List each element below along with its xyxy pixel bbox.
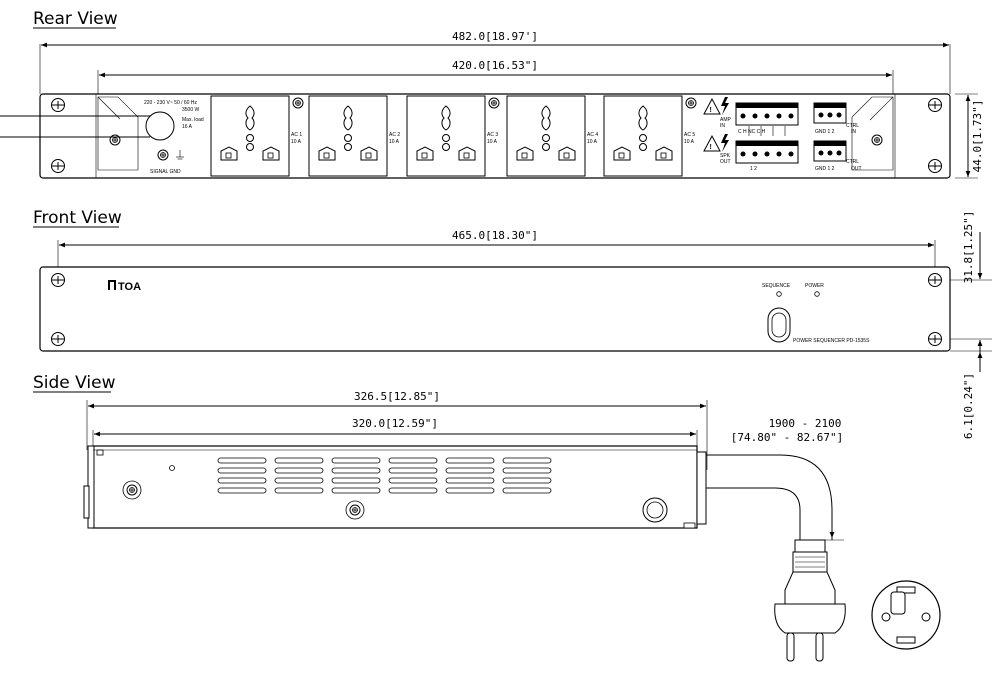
ac-outlet-4 [506, 95, 586, 177]
outlet-label: AC 5 [684, 132, 695, 138]
svg-text:!: ! [710, 144, 712, 151]
front-width-label: 465.0[18.30"] [452, 229, 538, 242]
ctrl-in-label: IN [851, 129, 856, 135]
outlet-current: 10 A [487, 139, 498, 145]
outlet-label: AC 4 [587, 132, 598, 138]
max-load-value: 16 A [182, 124, 193, 130]
signal-gnd-label: SIGNAL GND [150, 169, 181, 175]
front-panel [39, 266, 951, 352]
outlet-current: 10 A [587, 139, 598, 145]
ac-outlet-2 [308, 95, 388, 177]
spk-out-label: SPK [720, 153, 731, 159]
amp-in-pins: C H NC C H [738, 129, 766, 135]
rear-view-title: Rear View [33, 9, 118, 29]
ac-outlet-3 [406, 95, 486, 177]
front-view-title: Front View [33, 208, 122, 228]
front-offset-label: 6.1[0.24"] [962, 373, 975, 439]
ctrl-out-pins: GND 1 2 [815, 166, 835, 172]
outlet-label: AC 3 [487, 132, 498, 138]
rack-screw-icon [51, 273, 65, 287]
model-label: POWER SEQUENCER PD-1535S [793, 338, 870, 344]
amp-in-terminal [735, 102, 799, 126]
rack-screw-icon [51, 159, 65, 173]
rack-screw-icon [928, 159, 942, 173]
side-overall-depth-label: 326.5[12.85"] [354, 390, 440, 403]
amp-in-label: IN [720, 123, 725, 129]
rack-screw-icon [928, 332, 942, 346]
toa-logo: TOA [108, 280, 141, 293]
amp-in-label: AMP [720, 117, 732, 123]
bracket-screw-icon [871, 134, 883, 146]
max-load-label: Max. load [182, 117, 204, 123]
spk-out-label: OUT [720, 159, 731, 165]
side-body-depth-label: 320.0[12.59"] [352, 417, 438, 430]
cord-grommet [145, 111, 175, 141]
power-led [814, 291, 820, 297]
power-switch [767, 307, 791, 343]
rear-inner-width-label: 420.0[16.53"] [452, 59, 538, 72]
side-view-title: Side View [33, 373, 116, 393]
power-label: POWER [805, 283, 824, 289]
ground-terminal-icon [157, 149, 169, 161]
brand-label: TOA [118, 281, 141, 293]
spk-out-pins: 1 2 [750, 166, 757, 172]
screw-icon [685, 97, 697, 109]
ctrl-out-label: CTRL [846, 159, 859, 165]
sequence-label: SEQUENCE [762, 283, 791, 289]
power-rating-label: 220 - 230 V~ 50 / 60 Hz [144, 100, 197, 106]
cable-length-mm: 1900 - 2100 [769, 417, 842, 430]
outlet-current: 10 A [389, 139, 400, 145]
rack-screw-icon [928, 98, 942, 112]
side-grommet [642, 497, 668, 523]
rack-screw-icon [51, 332, 65, 346]
front-view: Front View 465.0[18.30"] TOA SEQUENCE PO… [33, 208, 992, 439]
cable-length-in: [74.80" - 82.67"] [731, 431, 844, 444]
rear-overall-width-label: 482.0[18.97'] [452, 30, 538, 43]
screw-icon [488, 97, 500, 109]
spk-out-terminal [735, 140, 799, 164]
ctrl-in-terminal [813, 102, 847, 124]
screw-icon [292, 97, 304, 109]
side-view: Side View 326.5[12.85"] 320.0[12.59"] [33, 373, 941, 662]
power-watts-label: 3500 W [182, 107, 200, 113]
ground-symbol-icon [176, 150, 184, 160]
side-screw-icon [349, 504, 361, 516]
rear-height-label: 44.0[1.73"] [971, 100, 984, 173]
ac-outlet-1 [210, 95, 290, 177]
plug-face-icon [871, 580, 941, 650]
ctrl-in-pins: GND 1 2 [815, 129, 835, 135]
warning-icon: ! [703, 134, 729, 152]
outlet-label: AC 2 [389, 132, 400, 138]
sequence-led [776, 291, 782, 297]
ctrl-out-terminal [813, 140, 847, 162]
schuko-plug-icon [774, 539, 846, 662]
svg-text:!: ! [710, 107, 712, 114]
front-height-label: 31.8[1.25"] [962, 211, 975, 284]
rack-screw-icon [928, 273, 942, 287]
outlet-label: AC 1 [291, 132, 302, 138]
vent-slots [217, 457, 552, 494]
rear-view: Rear View 482.0[18.97'] 420.0[16.53"] 44… [0, 9, 984, 179]
side-screw-icon [126, 484, 138, 496]
warning-icon: ! [703, 97, 729, 115]
outlet-current: 10 A [684, 139, 695, 145]
ctrl-in-label: CTRL [846, 123, 859, 129]
rack-screw-icon [51, 98, 65, 112]
ac-outlet-5 [603, 95, 683, 177]
power-cable [706, 454, 833, 540]
side-hole [169, 465, 175, 471]
ctrl-out-label: OUT [851, 166, 862, 172]
outlet-current: 10 A [291, 139, 302, 145]
